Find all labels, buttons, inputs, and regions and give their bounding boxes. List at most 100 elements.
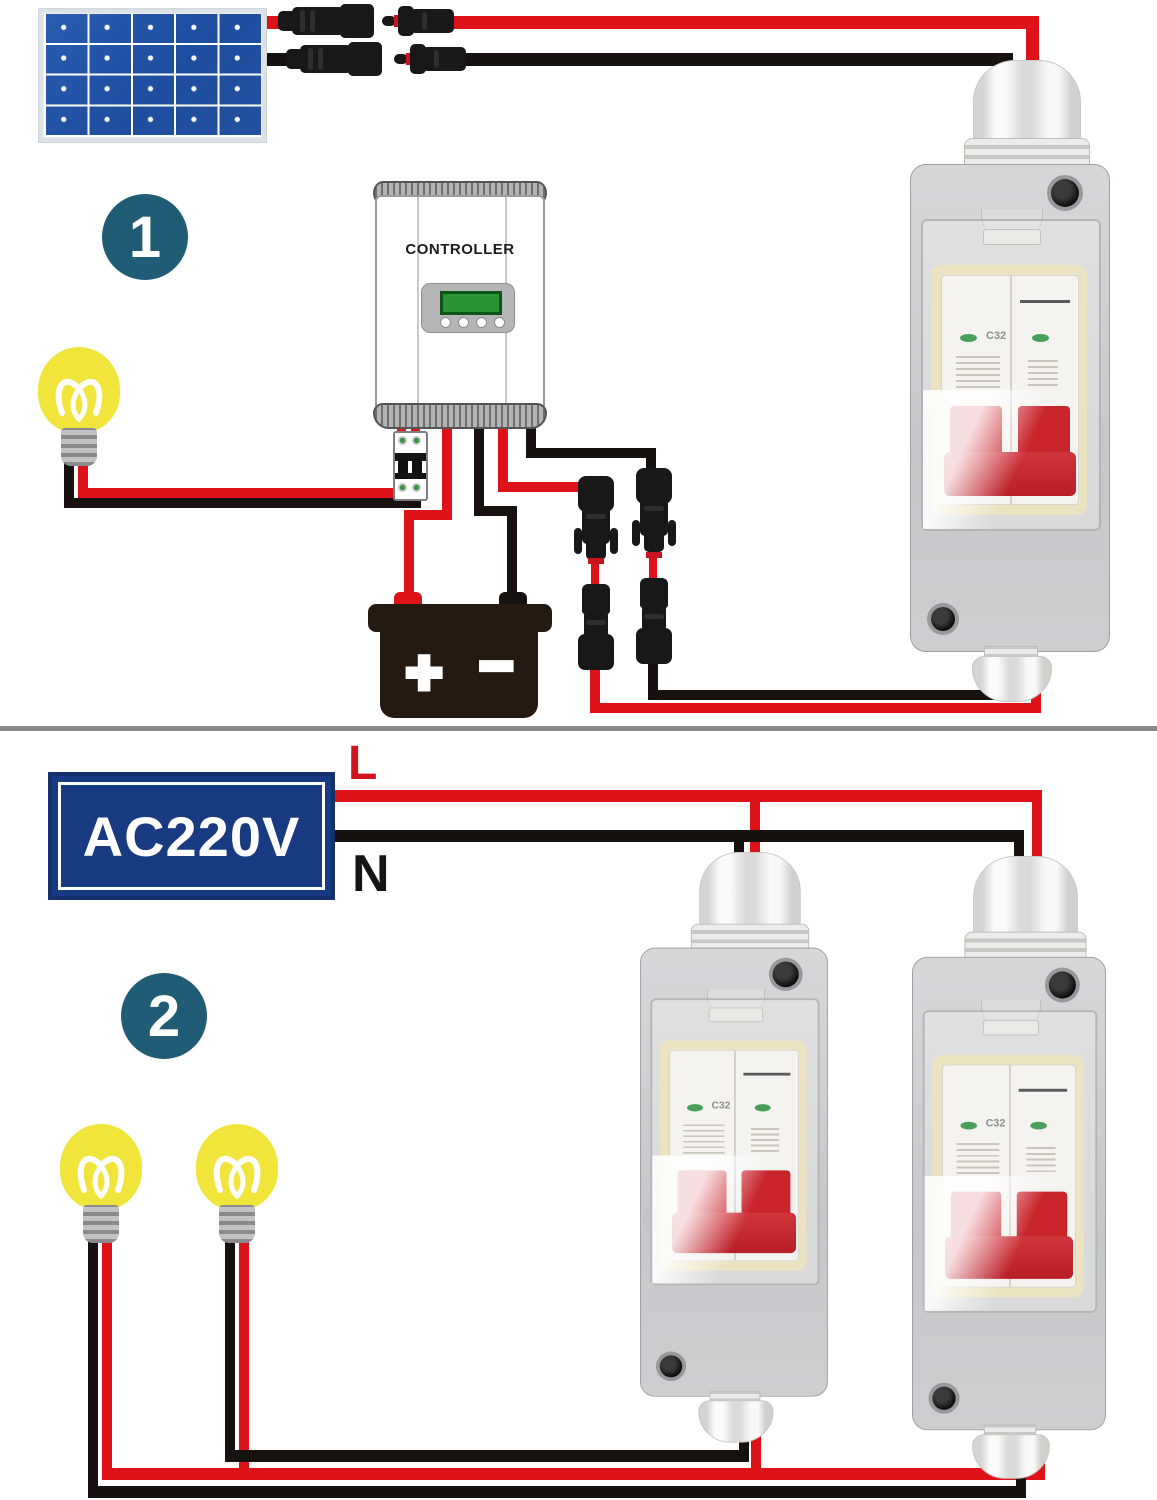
wire-segment: [590, 658, 600, 713]
circuit-breaker-enclosure: C32: [640, 852, 828, 1443]
enclosure-window: C32: [650, 998, 820, 1286]
wire-segment: [64, 456, 74, 508]
wire-segment: [460, 53, 1013, 66]
controller-seam: [417, 197, 419, 409]
window-latch: [983, 229, 1041, 245]
wire-segment: [474, 506, 517, 516]
din-breaker-icon: [393, 431, 428, 501]
cable-gland-icon: [698, 1400, 774, 1443]
controller-bottom-cap: [373, 403, 547, 429]
step-1-number: 1: [128, 204, 162, 270]
breaker-toggle: [950, 406, 1002, 472]
window-latch: [708, 1007, 764, 1023]
wire-segment: [1032, 790, 1042, 885]
ac-source-label: AC220V: [82, 804, 301, 868]
window-gasket: C32: [932, 1054, 1084, 1298]
screw-icon: [1048, 971, 1076, 999]
step-1-badge: 1: [102, 194, 188, 280]
wire-segment: [239, 1240, 249, 1478]
light-bulb-icon: [60, 1124, 142, 1246]
line-label: L: [348, 737, 378, 790]
window-latch: [982, 1019, 1040, 1036]
wire-segment: [64, 498, 421, 508]
wire-segment: [102, 1468, 1045, 1480]
wire-segment: [648, 650, 658, 700]
light-bulb-icon: [38, 347, 120, 469]
breaker-toggle: [1016, 1191, 1068, 1256]
wire-segment: [591, 556, 599, 592]
breaker-face: C32: [942, 1064, 1076, 1288]
breaker-indicator: [960, 1121, 977, 1130]
wire-segment: [404, 516, 414, 610]
wire-segment: [102, 1240, 112, 1478]
cable-gland-icon: [972, 656, 1052, 702]
cable-gland-icon: [973, 856, 1078, 944]
cable-gland-icon: [972, 1434, 1050, 1479]
controller-button: [494, 317, 505, 328]
wire-segment: [474, 424, 484, 516]
controller-body: CONTROLLER: [375, 195, 545, 411]
mc4-connector-icon: [382, 6, 454, 38]
solar-panel-cells: [44, 14, 261, 137]
breaker-toggle: [677, 1170, 727, 1232]
screw-icon: [772, 961, 799, 988]
wire-segment: [498, 424, 508, 492]
enclosure-body: C32: [640, 947, 828, 1397]
mc4-connector-icon: [278, 4, 374, 40]
screw-icon: [1051, 179, 1079, 207]
cable-gland-icon: [973, 60, 1081, 150]
wire-segment: [450, 16, 1039, 29]
breaker-face: C32: [669, 1049, 799, 1262]
bulb-filament: [55, 378, 103, 423]
controller-label: CONTROLLER: [405, 241, 515, 258]
breaker-toggle: [1018, 406, 1070, 472]
wire-segment: [225, 1450, 749, 1462]
wire-segment: [442, 424, 452, 520]
wire-segment: [78, 488, 407, 498]
breaker-toggle: [950, 1191, 1002, 1256]
cable-gland-icon: [699, 852, 801, 935]
wire-segment: [78, 456, 88, 498]
wire-segment: [404, 510, 452, 520]
solar-controller: CONTROLLER: [373, 181, 547, 429]
mc4-connector-pair-icon: [574, 476, 618, 672]
circuit-breaker-enclosure: C32: [910, 60, 1110, 702]
mc4-connector-icon: [394, 44, 466, 76]
enclosure-body: C32: [912, 956, 1106, 1431]
ac-source-box: AC220V: [48, 772, 335, 900]
wire-segment: [751, 1430, 761, 1478]
battery-top-bar: [368, 604, 552, 632]
mc4-connector-pair-icon: [632, 468, 676, 666]
controller-button: [476, 317, 487, 328]
breaker-indicator: [1032, 334, 1049, 342]
wire-segment: [590, 703, 1041, 713]
wire-segment: [498, 482, 598, 492]
toggle-tie-bar: [944, 1236, 1074, 1279]
toggle-tie-bar: [671, 1212, 797, 1254]
controller-display-panel: [421, 283, 515, 333]
bulb-base: [219, 1205, 255, 1243]
breaker-indicator: [960, 334, 977, 342]
bulb-base: [83, 1205, 119, 1243]
breaker-toggle: [741, 1170, 791, 1232]
wire-segment: [1026, 16, 1039, 70]
screw-icon: [659, 1355, 683, 1378]
bulb-filament: [77, 1155, 125, 1200]
breaker-rating-label: C32: [985, 1117, 1006, 1130]
controller-button: [440, 317, 451, 328]
screw-icon: [932, 1386, 956, 1410]
window-gasket: C32: [931, 265, 1087, 515]
mc4-connector-icon: [286, 42, 382, 78]
screw-icon: [931, 607, 955, 631]
solar-panel-icon: [38, 8, 267, 143]
breaker-indicator: [1030, 1121, 1047, 1130]
enclosure-body: C32: [910, 164, 1110, 652]
wire-segment: [225, 1240, 235, 1460]
toggle-tie-bar: [944, 452, 1076, 496]
enclosure-window: C32: [921, 219, 1101, 531]
enclosure-window: C32: [922, 1010, 1098, 1313]
wire-segment: [526, 424, 536, 458]
breaker-indicator: [687, 1104, 703, 1112]
controller-button: [458, 317, 469, 328]
